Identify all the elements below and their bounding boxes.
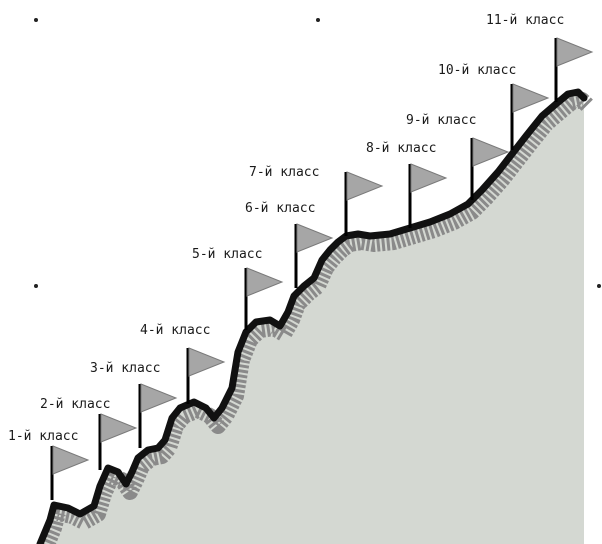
corner-dot: [597, 284, 601, 288]
flag-7: 7-й класс: [249, 165, 384, 236]
mountain-ridge: [36, 88, 588, 544]
flag-label: 3-й класс: [90, 361, 160, 376]
flag-3: 3-й класс: [90, 361, 178, 448]
flag-icon: [410, 163, 448, 193]
flag-8: 8-й класс: [366, 141, 448, 228]
corner-dot: [34, 284, 38, 288]
flag-label: 9-й класс: [406, 113, 476, 128]
flag-5: 5-й класс: [192, 247, 284, 330]
flag-label: 5-й класс: [192, 247, 262, 262]
flag-icon: [472, 137, 510, 167]
flag-label: 4-й класс: [140, 323, 210, 338]
flag-11: 11-й класс: [486, 13, 594, 102]
flag-2: 2-й класс: [40, 397, 138, 470]
corner-dot: [34, 18, 38, 22]
flag-label: 7-й класс: [249, 165, 319, 180]
flag-icon: [140, 383, 178, 413]
flag-icon: [346, 171, 384, 201]
flag-label: 1-й класс: [8, 429, 78, 444]
flag-icon: [556, 37, 594, 67]
flag-icon: [246, 267, 284, 297]
flag-icon: [512, 83, 550, 113]
flag-icon: [296, 223, 334, 253]
flag-9: 9-й класс: [406, 113, 510, 200]
flag-label: 11-й класс: [486, 13, 564, 28]
flag-label: 8-й класс: [366, 141, 436, 156]
flag-label: 10-й класс: [438, 63, 516, 78]
flag-icon: [100, 413, 138, 443]
flag-icon: [52, 445, 90, 475]
flag-4: 4-й класс: [140, 323, 226, 404]
flag-1: 1-й класс: [8, 429, 90, 500]
flag-10: 10-й класс: [438, 63, 550, 150]
corner-dot: [316, 18, 320, 22]
flag-icon: [188, 347, 226, 377]
flag-label: 6-й класс: [245, 201, 315, 216]
flag-label: 2-й класс: [40, 397, 110, 412]
flag-6: 6-й класс: [245, 201, 334, 288]
